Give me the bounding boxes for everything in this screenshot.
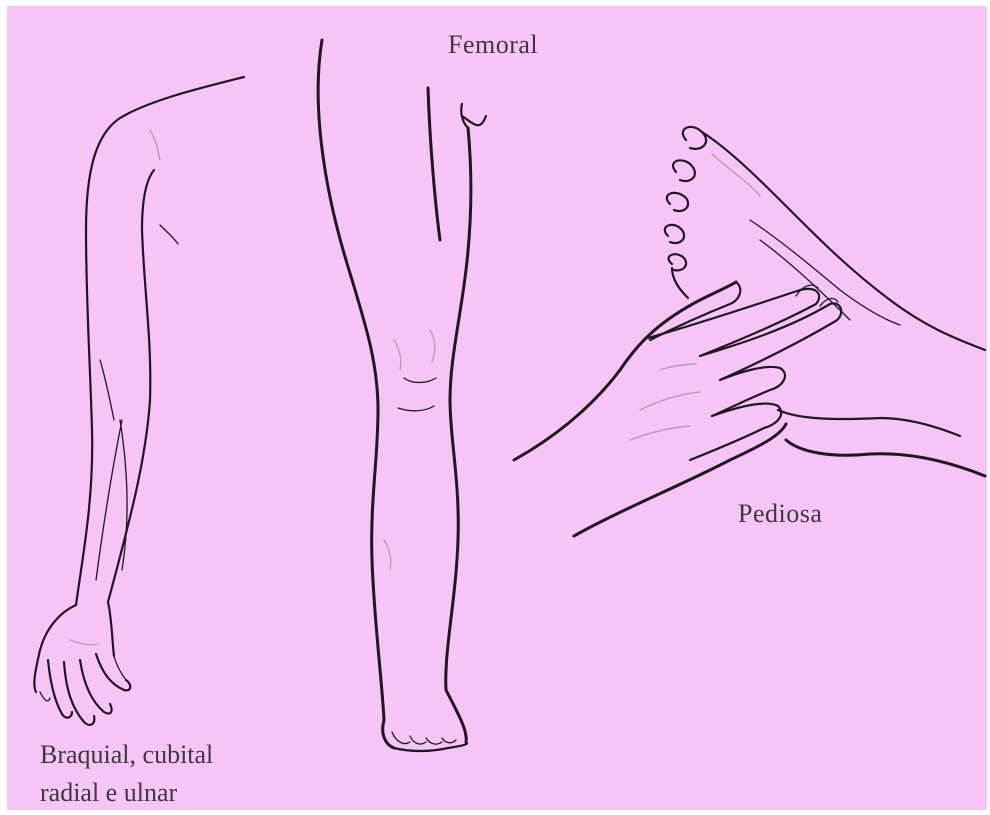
foot-hand-drawing xyxy=(514,127,985,536)
femoral-label: Femoral xyxy=(448,28,538,62)
leg-drawing xyxy=(318,40,486,751)
braquial-label-line2: radial e ulnar xyxy=(40,776,177,810)
arm-drawing xyxy=(34,77,244,725)
braquial-label-line1: Braquial, cubital xyxy=(40,738,213,772)
pediosa-label: Pediosa xyxy=(738,497,822,531)
